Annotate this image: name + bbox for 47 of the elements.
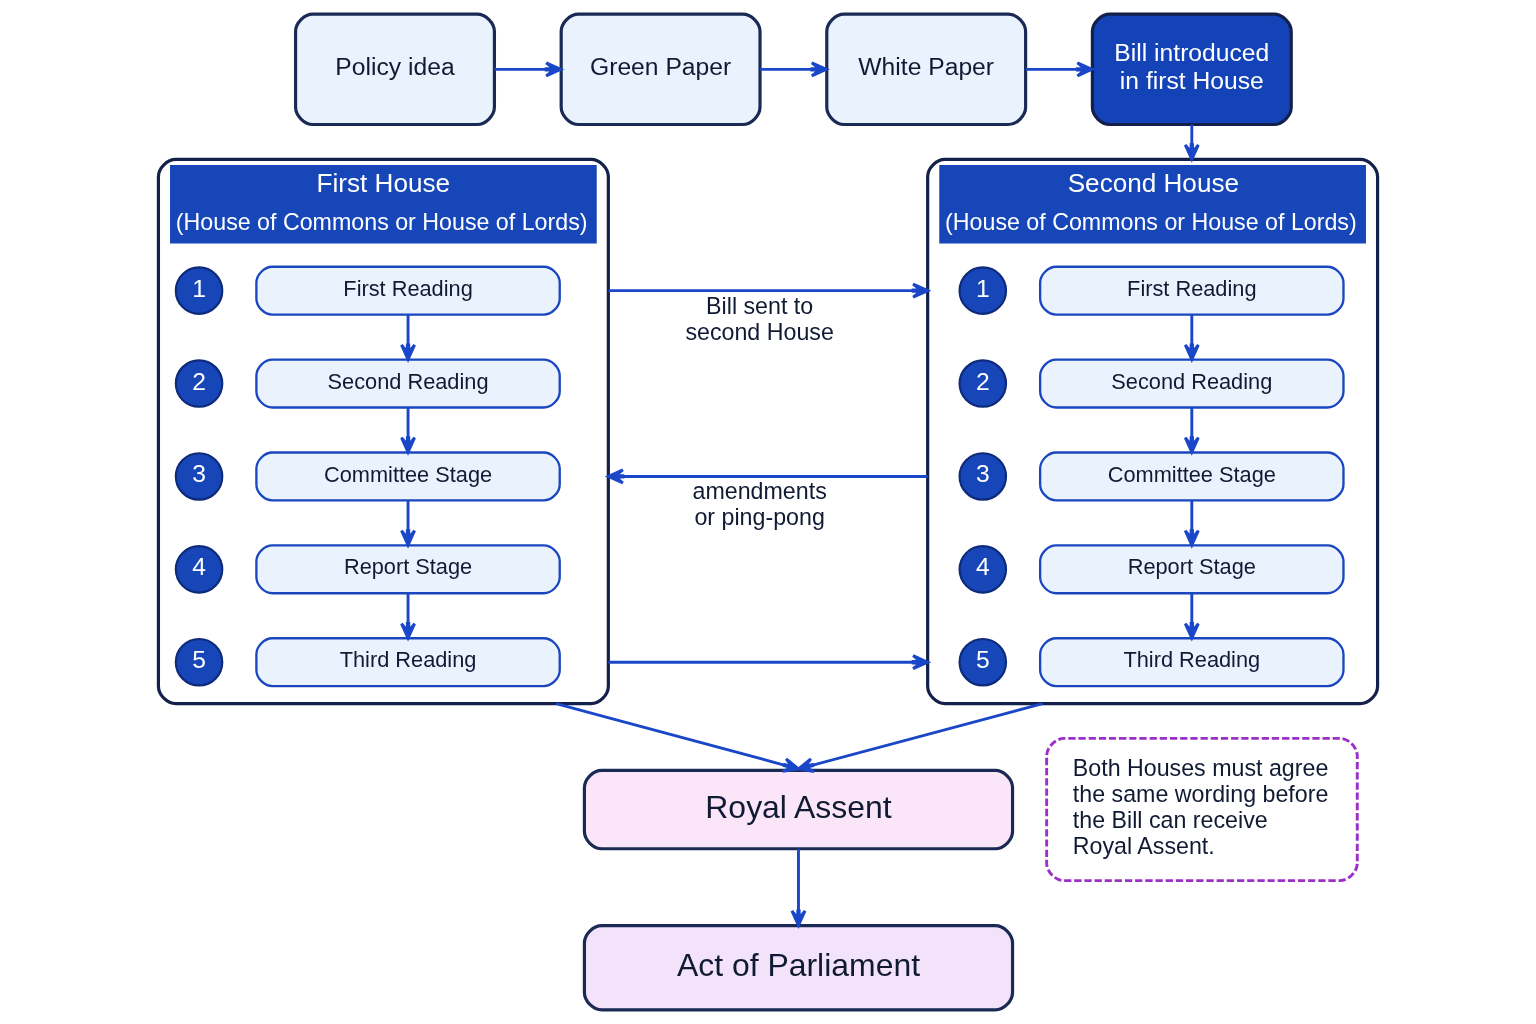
node-box: Bill introduced in first House <box>1090 12 1293 127</box>
node-circle: 1 <box>958 266 1008 315</box>
arrow <box>400 500 417 547</box>
arrow <box>608 654 930 671</box>
node-box: Committee Stage <box>1039 451 1345 502</box>
arrow <box>790 848 807 927</box>
node-box: Third Reading <box>1039 637 1345 688</box>
node-box: White Paper <box>825 12 1028 127</box>
node-circle: 2 <box>174 359 224 408</box>
node-box: Report Stage <box>1039 544 1345 595</box>
node-box: Policy idea <box>293 12 496 127</box>
node-circle: 5 <box>174 637 224 687</box>
edge-label: Bill sent to second House <box>685 292 834 345</box>
node-box: First Reading <box>255 265 561 316</box>
arrow <box>797 702 1043 773</box>
arrow <box>400 315 417 361</box>
node-box: Third Reading <box>255 637 561 688</box>
arrow <box>1183 500 1200 547</box>
node-box: Second Reading <box>1039 358 1345 409</box>
arrow <box>1183 408 1200 454</box>
arrow <box>494 61 563 78</box>
arrow <box>606 468 928 485</box>
arrow <box>1183 593 1200 640</box>
arrow <box>400 408 417 454</box>
arrow <box>608 282 930 299</box>
arrow <box>400 593 417 640</box>
arrow <box>1025 61 1094 78</box>
node-box: Report Stage <box>255 544 561 595</box>
edge-label: amendments or ping-pong <box>692 478 827 531</box>
arrow <box>555 702 800 773</box>
node-box: Green Paper <box>559 12 762 127</box>
arrow <box>760 61 828 78</box>
node-circle: 1 <box>174 266 224 315</box>
node-circle: 4 <box>958 545 1008 594</box>
node-circle: 2 <box>958 359 1008 408</box>
node-circle: 3 <box>958 452 1008 501</box>
node-box: Act of Parliament <box>582 924 1015 1012</box>
node-box: Both Houses must agree the same wording before the Bill can receive Royal Assent. <box>1045 736 1359 883</box>
node-circle: 5 <box>958 637 1008 687</box>
arrow <box>1183 315 1200 361</box>
node-box: Committee Stage <box>255 451 561 502</box>
node-box: First Reading <box>1039 265 1345 316</box>
node-circle: 3 <box>174 452 224 501</box>
arrow <box>1183 124 1200 161</box>
node-box: Second Reading <box>255 358 561 409</box>
node-box: Royal Assent <box>582 768 1015 851</box>
node-circle: 4 <box>174 545 224 594</box>
